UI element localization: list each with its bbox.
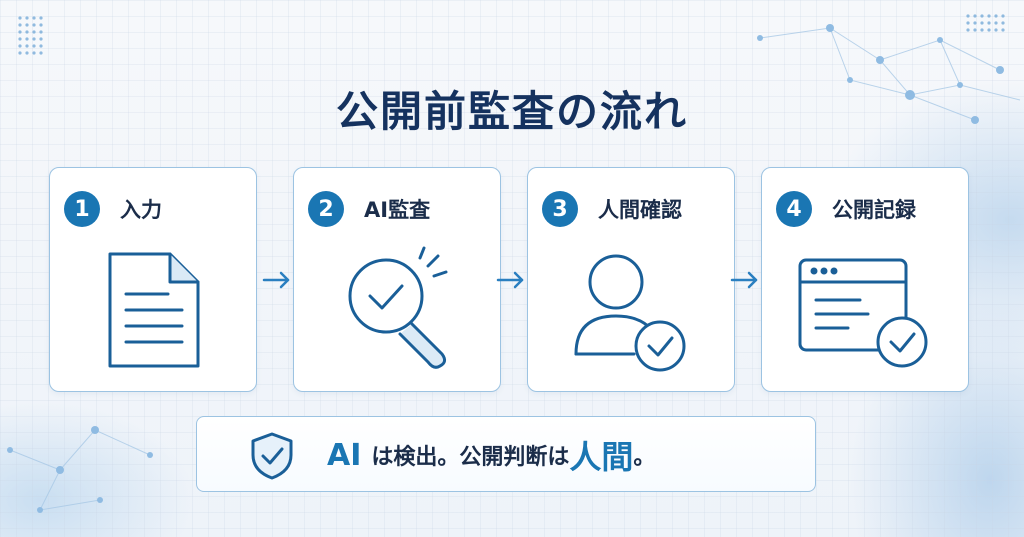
magnifier-check-icon (348, 246, 448, 369)
arrow-right-icon (496, 271, 524, 289)
network-nodes-top-right (757, 24, 1004, 124)
step-number: 2 (308, 191, 344, 227)
shield-check-icon (251, 432, 293, 480)
network-nodes-bottom-left (7, 426, 153, 513)
highlight-human: 人間 (569, 438, 634, 476)
browser-check-icon (798, 258, 928, 368)
page-title: 公開前監査の流れ (335, 87, 688, 136)
arrow-right-icon (730, 271, 758, 289)
step-number: 1 (64, 191, 100, 227)
step-card-human-review: 3 人間確認 (527, 167, 735, 392)
summary-text-middle: は検出。公開判断は (371, 445, 570, 470)
highlight-ai: AI (327, 437, 362, 473)
step-label: 入力 (120, 198, 162, 222)
step-number: 4 (776, 191, 812, 227)
dot-grid-top-right (966, 14, 1005, 32)
summary-banner: AI は検出。公開判断は 人間 。 (196, 416, 816, 492)
step-label: 人間確認 (598, 198, 682, 222)
step-label: 公開記録 (832, 198, 916, 222)
dot-grid-top-left (18, 16, 43, 55)
step-number: 3 (542, 191, 578, 227)
step-card-input: 1 入力 (49, 167, 257, 392)
summary-text: AI は検出。公開判断は 人間 。 (327, 417, 655, 493)
arrow-right-icon (262, 271, 290, 289)
step-card-publish-record: 4 公開記録 (761, 167, 969, 392)
person-check-icon (574, 254, 686, 372)
step-card-ai-audit: 2 AI監査 (293, 167, 501, 392)
summary-text-end: 。 (633, 445, 656, 470)
document-icon (108, 252, 200, 368)
network-lines-bottom-left (9, 429, 151, 511)
step-label: AI監査 (364, 198, 431, 222)
